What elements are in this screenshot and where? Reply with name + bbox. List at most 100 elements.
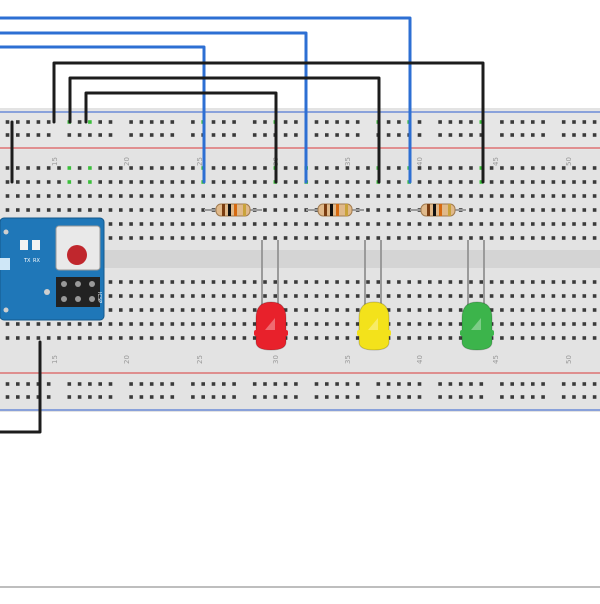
breadboard-hole [98, 322, 102, 326]
breadboard-hole [139, 336, 144, 340]
breadboard-hole [551, 208, 556, 212]
breadboard-hole [325, 222, 329, 226]
breadboard-hole [366, 294, 370, 298]
breadboard-hole [572, 222, 576, 226]
breadboard-hole [551, 236, 556, 240]
breadboard-hole [582, 382, 587, 386]
breadboard-hole [149, 280, 154, 284]
breadboard-hole [500, 133, 504, 137]
breadboard-hole [263, 395, 267, 399]
breadboard-hole [355, 120, 360, 124]
breadboard-hole [170, 236, 175, 240]
breadboard-hole [407, 236, 411, 240]
breadboard-hole [263, 208, 267, 212]
breadboard-hole [180, 166, 185, 170]
breadboard-hole [98, 133, 102, 137]
breadboard-hole [458, 222, 463, 226]
breadboard-hole [561, 395, 566, 399]
breadboard-hole [119, 222, 123, 226]
breadboard-hole [170, 194, 175, 198]
breadboard-hole [294, 395, 298, 399]
breadboard-hole [170, 180, 175, 184]
breadboard-hole [592, 294, 597, 298]
breadboard-hole [582, 120, 587, 124]
breadboard-hole [180, 308, 185, 312]
breadboard-hole [191, 382, 195, 386]
breadboard-hole [283, 166, 288, 170]
breadboard-hole [242, 336, 247, 340]
breadboard-hole [325, 294, 329, 298]
breadboard-hole [366, 280, 370, 284]
breadboard-hole [582, 395, 587, 399]
breadboard-hole [520, 322, 525, 326]
breadboard-hole [314, 280, 319, 284]
breadboard-hole [180, 222, 185, 226]
breadboard-hole [36, 395, 41, 399]
breadboard-hole [335, 294, 339, 298]
breadboard-hole [397, 294, 401, 298]
breadboard-hole [551, 294, 556, 298]
breadboard-hole [397, 120, 401, 124]
breadboard-hole [531, 294, 535, 298]
breadboard-hole [407, 322, 411, 326]
breadboard-hole [448, 133, 453, 137]
breadboard-hole [417, 120, 422, 124]
breadboard-hole [417, 180, 422, 184]
column-number-bottom: 40 [416, 355, 424, 364]
breadboard-hole [129, 395, 133, 399]
breadboard-hole [77, 395, 82, 399]
breadboard-hole [211, 308, 216, 312]
breadboard-hole [592, 133, 597, 137]
breadboard-hole [345, 194, 350, 198]
breadboard-hole [541, 336, 545, 340]
breadboard-hole [520, 382, 525, 386]
breadboard-hole [531, 308, 535, 312]
breadboard-hole [572, 294, 576, 298]
breadboard-hole [592, 382, 597, 386]
breadboard-hole [500, 294, 504, 298]
breadboard-hole [139, 280, 144, 284]
breadboard-hole [572, 120, 576, 124]
breadboard-hole [428, 308, 432, 312]
breadboard-hole [201, 280, 205, 284]
breadboard-hole [294, 180, 298, 184]
breadboard-hole [325, 180, 329, 184]
breadboard-hole [283, 120, 288, 124]
breadboard-hole [397, 208, 401, 212]
breadboard-hole [335, 236, 339, 240]
breadboard-hole [592, 395, 597, 399]
breadboard-hole [46, 208, 51, 212]
breadboard-hole [561, 208, 566, 212]
breadboard-hole [479, 208, 484, 212]
breadboard-hole [67, 382, 72, 386]
breadboard-hole [314, 336, 319, 340]
breadboard-hole [139, 133, 144, 137]
breadboard-hole [119, 308, 123, 312]
breadboard-hole [541, 308, 545, 312]
breadboard-hole [541, 294, 545, 298]
breadboard-hole [98, 120, 102, 124]
breadboard-hole [232, 222, 236, 226]
breadboard-hole [294, 133, 298, 137]
breadboard-hole [170, 120, 175, 124]
breadboard-hole [67, 194, 72, 198]
breadboard-hole [149, 294, 154, 298]
breadboard-hole [263, 166, 267, 170]
breadboard-hole [510, 222, 514, 226]
breadboard-hole [77, 336, 82, 340]
breadboard-hole [26, 208, 30, 212]
breadboard-hole [510, 395, 514, 399]
breadboard-hole [88, 382, 92, 386]
breadboard-hole [355, 280, 360, 284]
breadboard-hole [531, 120, 535, 124]
breadboard-hole [397, 222, 401, 226]
breadboard-hole [119, 208, 123, 212]
breadboard-hole [397, 133, 401, 137]
breadboard-hole [541, 180, 545, 184]
breadboard-hole [304, 294, 308, 298]
breadboard-hole [469, 395, 473, 399]
breadboard-hole [582, 322, 587, 326]
breadboard-hole [572, 280, 576, 284]
breadboard-hole [201, 194, 205, 198]
